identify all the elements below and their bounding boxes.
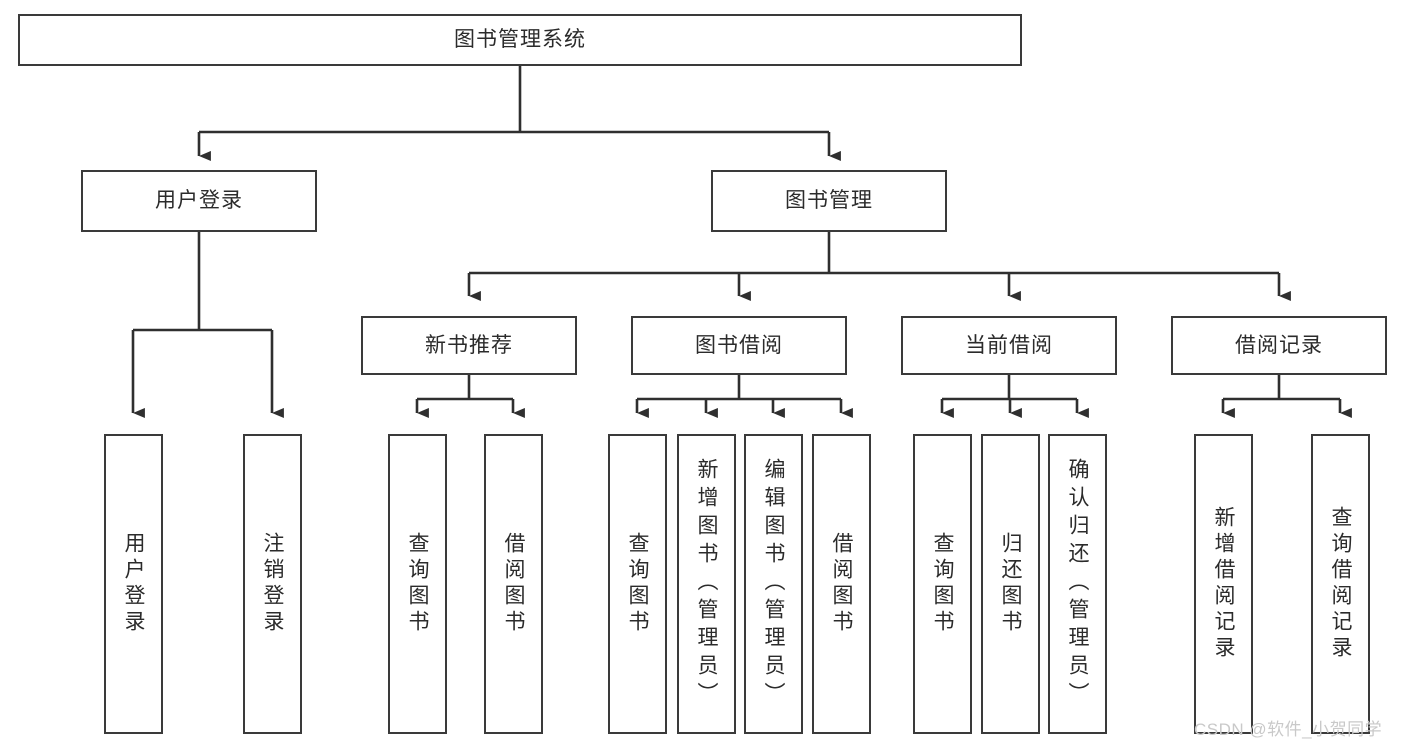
node-label: 确认归还（管理员） — [1066, 458, 1089, 710]
node-new-book-recommend[interactable]: 新书推荐 — [361, 316, 577, 375]
node-label: 借阅记录 — [1235, 333, 1323, 357]
leaf-query-book-borrow[interactable]: 查询图书 — [608, 434, 667, 734]
node-label: 查询借阅记录 — [1329, 506, 1352, 662]
node-user-login[interactable]: 用户登录 — [81, 170, 317, 232]
leaf-add-borrow-record[interactable]: 新增借阅记录 — [1194, 434, 1253, 734]
node-label: 借阅图书 — [830, 532, 853, 636]
node-book-borrow[interactable]: 图书借阅 — [631, 316, 847, 375]
leaf-query-book-recommend[interactable]: 查询图书 — [388, 434, 447, 734]
leaf-logout[interactable]: 注销登录 — [243, 434, 302, 734]
leaf-return-book[interactable]: 归还图书 — [981, 434, 1040, 734]
leaf-borrow-book-recommend[interactable]: 借阅图书 — [484, 434, 543, 734]
node-label: 新增借阅记录 — [1212, 506, 1235, 662]
node-label: 用户登录 — [155, 189, 243, 213]
node-label: 注销登录 — [261, 532, 284, 636]
node-label: 图书借阅 — [695, 333, 783, 357]
leaf-add-book-admin[interactable]: 新增图书（管理员） — [677, 434, 736, 734]
node-label: 用户登录 — [122, 532, 145, 636]
leaf-edit-book-admin[interactable]: 编辑图书（管理员） — [744, 434, 803, 734]
node-label: 编辑图书（管理员） — [762, 458, 785, 710]
node-label: 查询图书 — [931, 532, 954, 636]
leaf-user-login[interactable]: 用户登录 — [104, 434, 163, 734]
leaf-confirm-return-admin[interactable]: 确认归还（管理员） — [1048, 434, 1107, 734]
node-label: 新增图书（管理员） — [695, 458, 718, 710]
leaf-query-borrow-record[interactable]: 查询借阅记录 — [1311, 434, 1370, 734]
node-borrow-record[interactable]: 借阅记录 — [1171, 316, 1387, 375]
node-label: 查询图书 — [406, 532, 429, 636]
node-label: 图书管理 — [785, 189, 873, 213]
leaf-query-book-current[interactable]: 查询图书 — [913, 434, 972, 734]
node-root-system[interactable]: 图书管理系统 — [18, 14, 1022, 66]
leaf-borrow-book[interactable]: 借阅图书 — [812, 434, 871, 734]
node-current-borrow[interactable]: 当前借阅 — [901, 316, 1117, 375]
node-book-management[interactable]: 图书管理 — [711, 170, 947, 232]
node-label: 归还图书 — [999, 532, 1022, 636]
node-label: 新书推荐 — [425, 333, 513, 357]
node-label: 借阅图书 — [502, 532, 525, 636]
node-label: 图书管理系统 — [454, 28, 586, 52]
node-label: 当前借阅 — [965, 333, 1053, 357]
node-label: 查询图书 — [626, 532, 649, 636]
